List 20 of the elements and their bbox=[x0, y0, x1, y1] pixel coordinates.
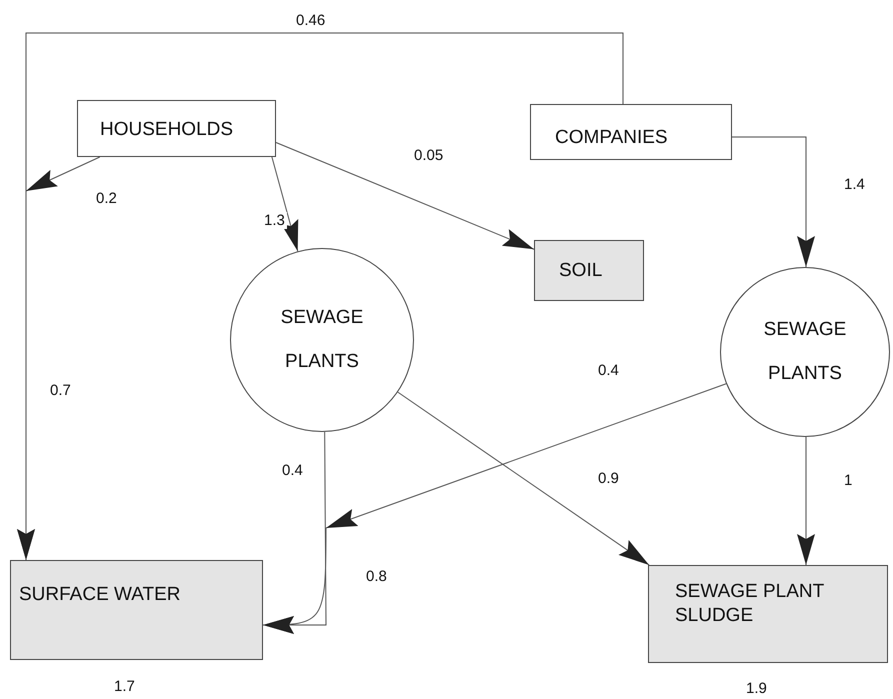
node-label: SEWAGE PLANTS bbox=[280, 306, 364, 374]
node-label: COMPANIES bbox=[555, 126, 668, 150]
arrow bbox=[397, 392, 650, 566]
process-box bbox=[77, 100, 276, 157]
arrow bbox=[797, 436, 815, 566]
node-label: SOIL bbox=[559, 259, 602, 283]
sink-box bbox=[10, 560, 263, 660]
arrow bbox=[271, 156, 298, 252]
node-label: SURFACE WATER bbox=[19, 583, 181, 607]
arrow bbox=[262, 431, 326, 634]
process-box bbox=[530, 104, 732, 160]
node-label: HOUSEHOLDS bbox=[100, 118, 234, 142]
arrow bbox=[17, 32, 624, 560]
node-label: SEWAGE PLANTS bbox=[762, 318, 848, 386]
node-label: SEWAGE PLANT SLUDGE bbox=[675, 580, 825, 628]
sink-box bbox=[648, 565, 888, 663]
sink-box bbox=[534, 240, 644, 301]
edge-label: 1.3 bbox=[262, 212, 287, 229]
arrow bbox=[732, 136, 815, 268]
arrow bbox=[276, 142, 534, 250]
